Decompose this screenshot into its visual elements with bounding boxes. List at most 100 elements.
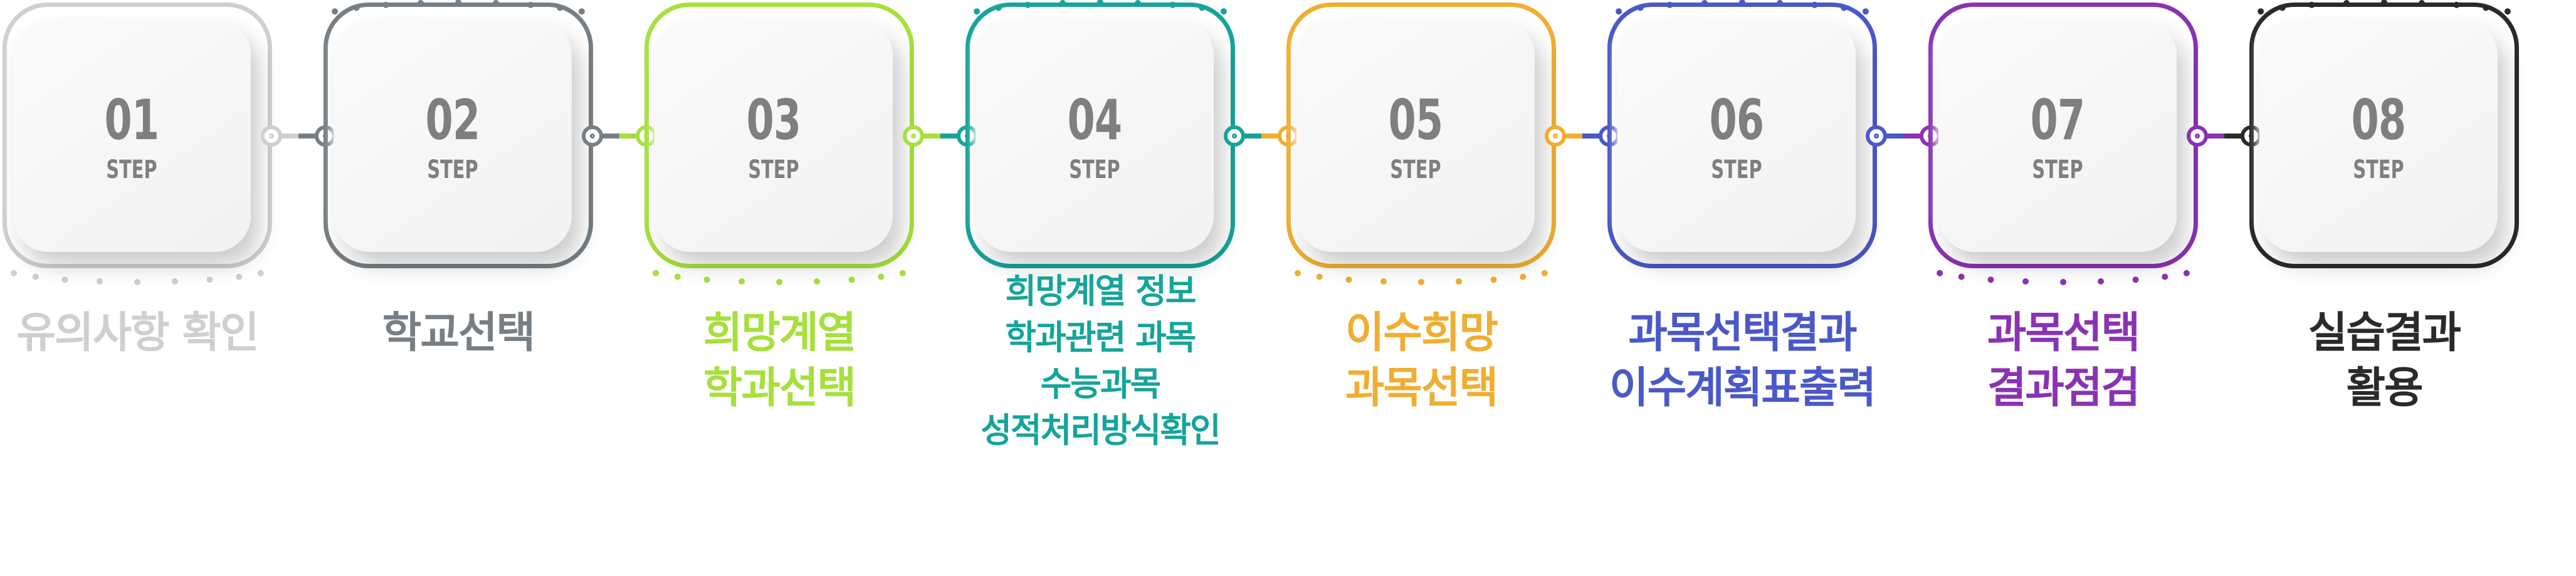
accent-dot bbox=[32, 273, 39, 280]
dotted-arc bbox=[653, 270, 906, 285]
connector-line bbox=[619, 134, 646, 139]
accent-dot bbox=[11, 270, 18, 276]
accent-dot bbox=[703, 276, 710, 283]
connector-line bbox=[913, 134, 940, 139]
accent-dot bbox=[653, 270, 660, 276]
step-frame bbox=[2249, 3, 2519, 268]
accent-dot bbox=[172, 278, 178, 285]
step-label-line: 학과관련 과목 bbox=[1005, 318, 1197, 357]
step-word: STEP bbox=[2032, 155, 2083, 184]
dotted-arc bbox=[1937, 270, 2190, 285]
step-word: STEP bbox=[748, 155, 799, 184]
connector-line bbox=[592, 134, 619, 139]
step-label: 학교선택 bbox=[295, 306, 621, 361]
step-label-line: 성적처리방식확인 bbox=[980, 411, 1221, 450]
step-number: 07 bbox=[2030, 88, 2085, 152]
accent-dot bbox=[739, 278, 745, 285]
connector-line bbox=[1555, 134, 1582, 139]
dotted-arc bbox=[1295, 270, 1548, 285]
connector-node bbox=[1866, 125, 1887, 147]
accent-dot bbox=[2183, 270, 2190, 276]
accent-dot bbox=[1616, 8, 1622, 15]
connector-node bbox=[1545, 125, 1566, 147]
accent-dot bbox=[776, 279, 782, 285]
connector-line bbox=[298, 134, 325, 139]
connector-node bbox=[261, 125, 282, 147]
accent-dot bbox=[2162, 273, 2169, 280]
connector-line bbox=[2224, 134, 2251, 139]
connector-node bbox=[1224, 125, 1245, 147]
accent-dot bbox=[1316, 273, 1323, 280]
connector-line bbox=[1234, 134, 1261, 139]
step-word: STEP bbox=[1390, 155, 1441, 184]
step-label-line: 유의사항 확인 bbox=[16, 308, 259, 358]
step-label-line: 학과선택 bbox=[703, 364, 856, 413]
accent-dot bbox=[1220, 8, 1227, 15]
step-label-line: 실습결과 bbox=[2308, 308, 2461, 358]
step-label-line: 결과점검 bbox=[1987, 364, 2140, 413]
connector-line bbox=[271, 134, 298, 139]
step-word: STEP bbox=[106, 155, 157, 184]
connector-node bbox=[582, 125, 603, 147]
step-label-line: 수능과목 bbox=[1040, 364, 1162, 404]
step-label: 유의사항 확인 bbox=[0, 306, 300, 361]
accent-dot bbox=[97, 278, 103, 285]
accent-dot bbox=[1345, 276, 1352, 283]
connector-line bbox=[1903, 134, 1930, 139]
accent-dot bbox=[206, 276, 213, 283]
connector-line bbox=[1876, 134, 1903, 139]
accent-dot bbox=[236, 273, 243, 280]
step-word: STEP bbox=[1069, 155, 1120, 184]
step-label-line: 과목선택결과 bbox=[1628, 308, 1857, 358]
step-number: 01 bbox=[104, 88, 159, 152]
accent-dot bbox=[1490, 276, 1497, 283]
connector-node bbox=[2187, 125, 2208, 147]
step-word: STEP bbox=[2353, 155, 2404, 184]
accent-dot bbox=[899, 270, 906, 276]
step-label-line: 이수계획표출력 bbox=[1609, 364, 1876, 413]
connector-line bbox=[1582, 134, 1609, 139]
accent-dot bbox=[134, 279, 140, 285]
accent-dot bbox=[1418, 279, 1424, 285]
step-word: STEP bbox=[1711, 155, 1762, 184]
accent-dot bbox=[1456, 278, 1462, 285]
connector-line bbox=[1261, 134, 1288, 139]
accent-dot bbox=[578, 8, 585, 15]
accent-dot bbox=[2060, 279, 2066, 285]
accent-dot bbox=[2022, 278, 2029, 285]
accent-dot bbox=[2504, 8, 2511, 15]
step-label-line: 희망계열 bbox=[703, 308, 856, 358]
accent-dot bbox=[878, 273, 885, 280]
step-label-line: 학교선택 bbox=[382, 308, 535, 358]
step-label-line: 과목선택 bbox=[1987, 308, 2140, 358]
step-label-line: 이수희망 bbox=[1345, 308, 1498, 358]
step-number: 03 bbox=[746, 88, 801, 152]
accent-dot bbox=[2132, 276, 2139, 283]
step-number: 02 bbox=[425, 88, 480, 152]
dotted-arc bbox=[11, 270, 264, 285]
connector-node bbox=[903, 125, 924, 147]
accent-dot bbox=[1937, 270, 1943, 276]
accent-dot bbox=[332, 8, 339, 15]
accent-dot bbox=[674, 273, 681, 280]
step-label-line: 활용 bbox=[2346, 364, 2423, 413]
accent-dot bbox=[814, 278, 820, 285]
step-word: STEP bbox=[427, 155, 478, 184]
connector-line bbox=[940, 134, 967, 139]
connector-line bbox=[2197, 134, 2224, 139]
